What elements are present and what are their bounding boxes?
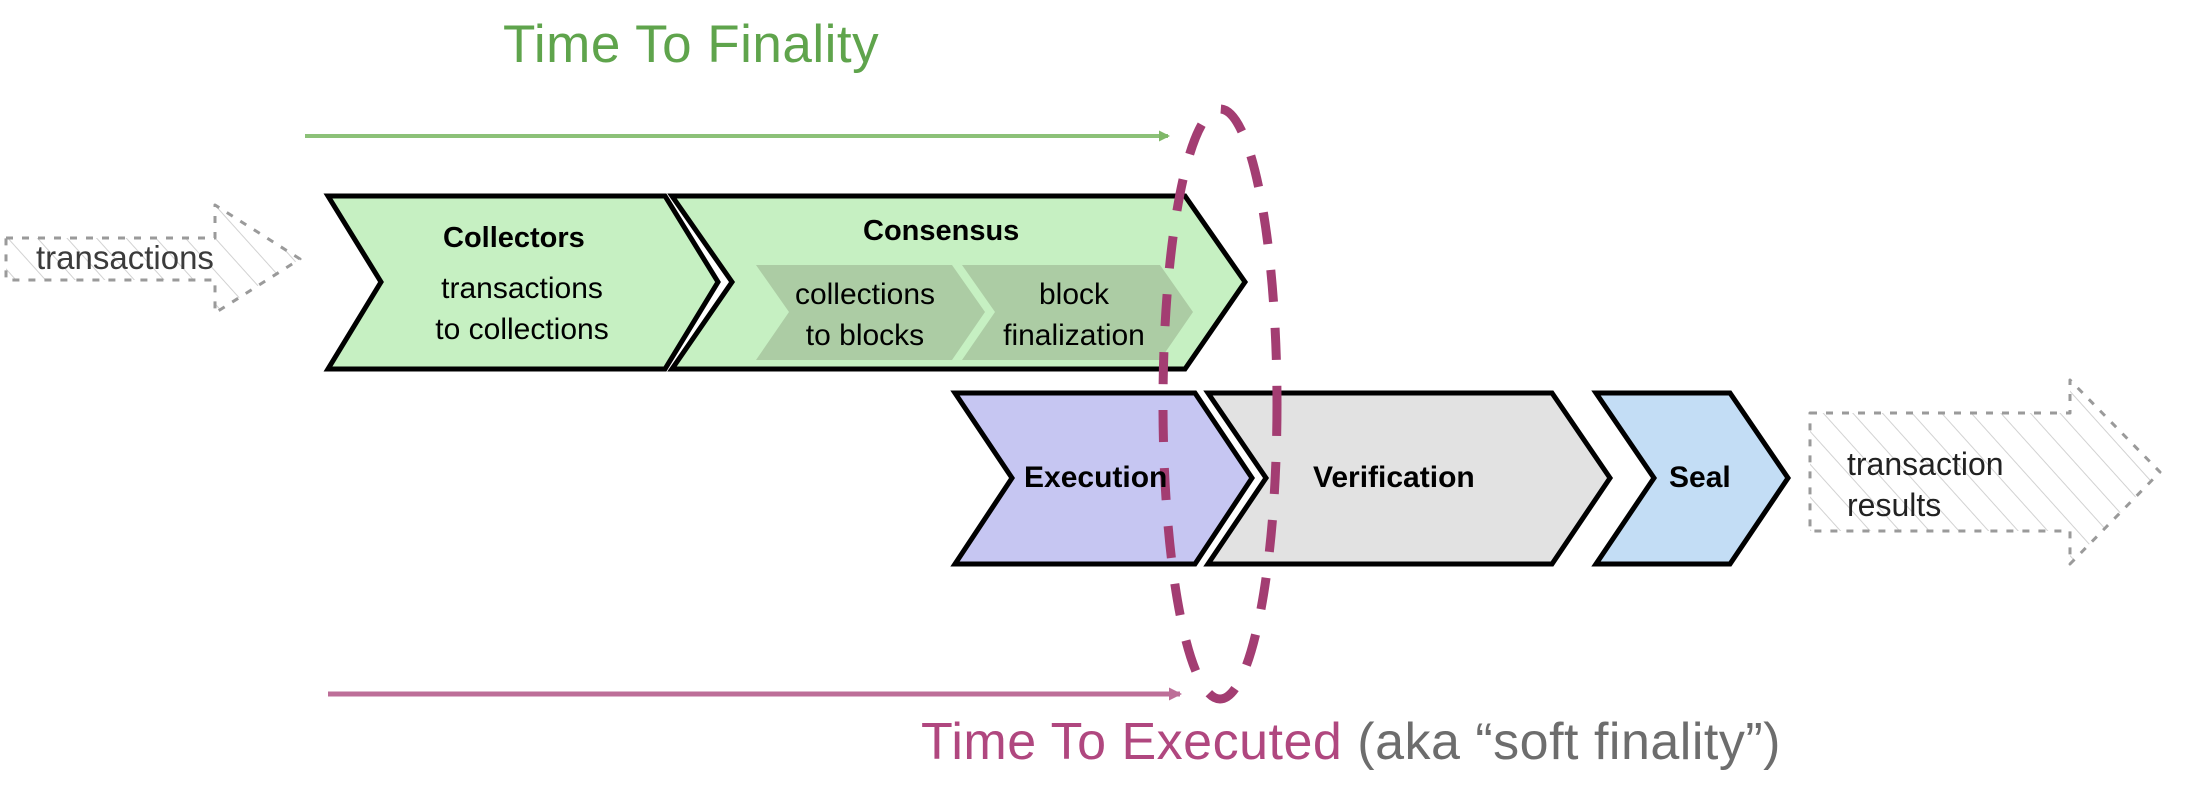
chevron-verification[interactable] — [1203, 390, 1614, 567]
chevron-consensus[interactable] — [667, 193, 1249, 372]
transactions-input-arrow — [4, 203, 302, 315]
chevron-execution[interactable] — [950, 390, 1256, 567]
chevron-collectors[interactable] — [323, 193, 721, 372]
substep-block-finalization[interactable] — [962, 265, 1193, 360]
finality-boundary-ellipse — [1158, 104, 1282, 704]
transaction-results-output-arrow — [1808, 378, 2162, 566]
chevron-seal[interactable] — [1591, 390, 1792, 567]
substep-collections-to-blocks[interactable] — [756, 265, 985, 360]
